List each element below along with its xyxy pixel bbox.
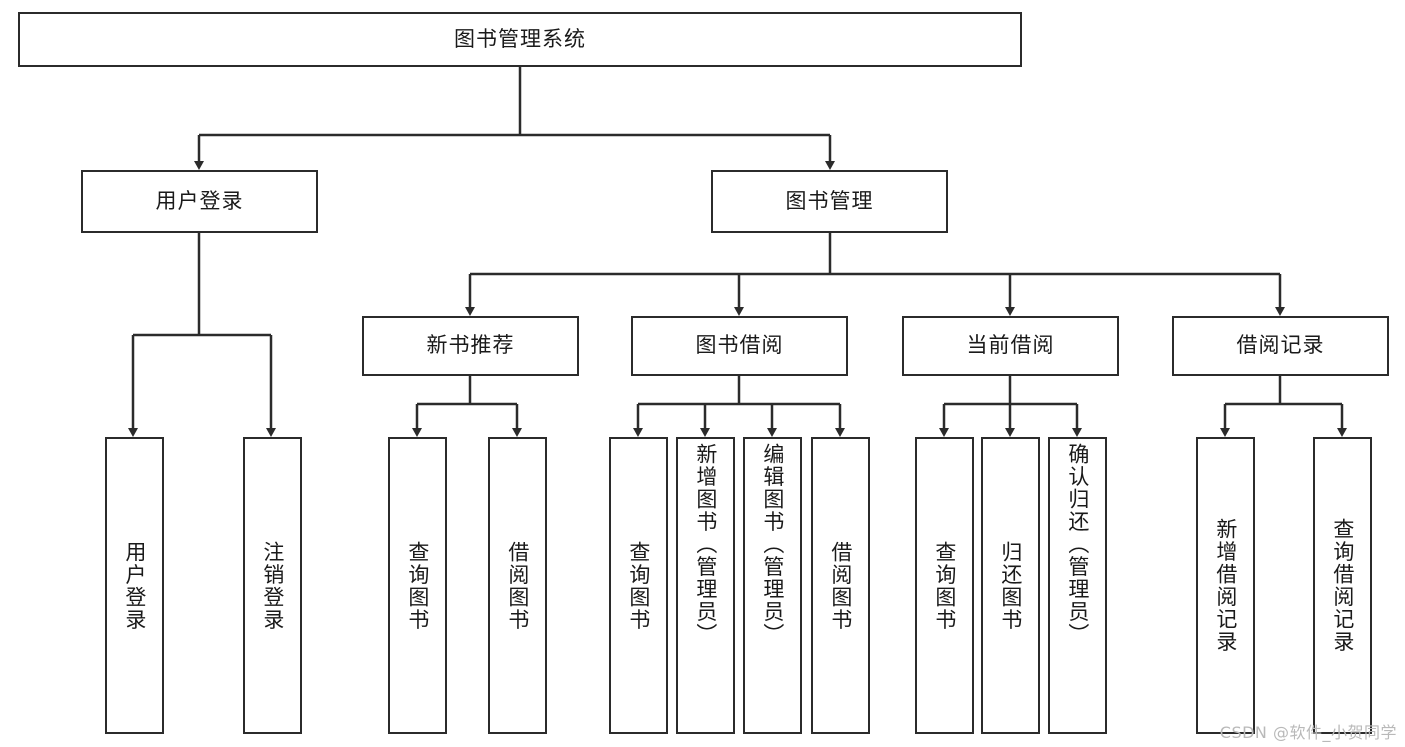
node-label: 查询图书 bbox=[405, 540, 430, 631]
node-label: 借阅记录 bbox=[1236, 333, 1325, 358]
leaf-user-login[interactable]: 用户登录 bbox=[105, 437, 164, 734]
node-label: 借阅图书 bbox=[828, 540, 853, 631]
leaf-borrow-books[interactable]: 借阅图书 bbox=[811, 437, 870, 734]
node-user-login[interactable]: 用户登录 bbox=[81, 170, 318, 233]
node-label: 查询图书 bbox=[932, 540, 957, 631]
node-label: 确认归还（管理员） bbox=[1065, 443, 1090, 646]
node-current-borrow[interactable]: 当前借阅 bbox=[902, 316, 1119, 376]
node-label: 编辑图书（管理员） bbox=[760, 443, 785, 646]
leaf-query-books-current[interactable]: 查询图书 bbox=[915, 437, 974, 734]
node-book-management[interactable]: 图书管理 bbox=[711, 170, 948, 233]
node-label: 新增借阅记录 bbox=[1213, 518, 1238, 653]
leaf-borrow-books-recommend[interactable]: 借阅图书 bbox=[488, 437, 547, 734]
leaf-query-borrow-record[interactable]: 查询借阅记录 bbox=[1313, 437, 1372, 734]
node-label: 用户登录 bbox=[122, 540, 147, 631]
leaf-return-books[interactable]: 归还图书 bbox=[981, 437, 1040, 734]
node-label: 归还图书 bbox=[998, 540, 1023, 631]
node-label: 新增图书（管理员） bbox=[693, 443, 718, 646]
node-label: 当前借阅 bbox=[966, 333, 1055, 358]
leaf-query-books-recommend[interactable]: 查询图书 bbox=[388, 437, 447, 734]
leaf-add-book-admin[interactable]: 新增图书（管理员） bbox=[676, 437, 735, 734]
node-label: 图书借阅 bbox=[695, 333, 784, 358]
leaf-edit-book-admin[interactable]: 编辑图书（管理员） bbox=[743, 437, 802, 734]
node-label: 图书管理 bbox=[785, 188, 874, 213]
leaf-confirm-return-admin[interactable]: 确认归还（管理员） bbox=[1048, 437, 1107, 734]
node-borrow-record[interactable]: 借阅记录 bbox=[1172, 316, 1389, 376]
node-root-system[interactable]: 图书管理系统 bbox=[18, 12, 1022, 67]
node-label: 查询借阅记录 bbox=[1330, 518, 1355, 653]
leaf-query-books-borrow[interactable]: 查询图书 bbox=[609, 437, 668, 734]
node-label: 用户登录 bbox=[155, 188, 244, 213]
node-label: 借阅图书 bbox=[505, 540, 530, 631]
leaf-logout-login[interactable]: 注销登录 bbox=[243, 437, 302, 734]
node-label: 注销登录 bbox=[260, 540, 285, 631]
node-label: 图书管理系统 bbox=[454, 26, 586, 51]
csdn-watermark: CSDN @软件_小贺同学 bbox=[1219, 723, 1397, 742]
leaf-add-borrow-record[interactable]: 新增借阅记录 bbox=[1196, 437, 1255, 734]
node-new-book-recommend[interactable]: 新书推荐 bbox=[362, 316, 579, 376]
node-label: 新书推荐 bbox=[426, 333, 515, 358]
node-label: 查询图书 bbox=[626, 540, 651, 631]
node-book-borrow[interactable]: 图书借阅 bbox=[631, 316, 848, 376]
